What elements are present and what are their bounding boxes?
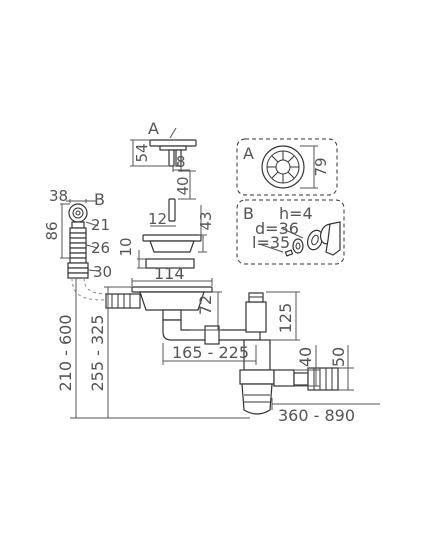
dim-30: 30 bbox=[93, 263, 112, 281]
label-a-top: A bbox=[148, 119, 159, 138]
strainer-basket-drawing bbox=[142, 205, 207, 253]
dim-165-225: 165 - 225 bbox=[172, 343, 249, 362]
dim-43: 43 bbox=[197, 211, 215, 230]
detail-box-a bbox=[236, 138, 338, 196]
detail-box-b bbox=[236, 199, 345, 265]
drain-assembly-drawing bbox=[70, 278, 380, 419]
label-a-box: A bbox=[243, 144, 254, 163]
gasket-drawing bbox=[137, 250, 195, 269]
label-b-box: B bbox=[243, 204, 254, 223]
dim-26: 26 bbox=[91, 239, 110, 257]
dim-360-890: 360 - 890 bbox=[278, 406, 355, 425]
overflow-parts-detail bbox=[258, 221, 341, 257]
dim-12: 12 bbox=[148, 210, 167, 228]
overflow-hose-drawing bbox=[60, 199, 111, 301]
dim-210-600: 210 - 600 bbox=[56, 314, 75, 391]
dim-40-outlet: 40 bbox=[296, 347, 315, 367]
strainer-cap-detail bbox=[261, 145, 318, 189]
dim-50: 50 bbox=[329, 347, 348, 367]
dim-72: 72 bbox=[196, 295, 215, 315]
dim-54: 54 bbox=[133, 143, 151, 162]
dim-79: 79 bbox=[312, 157, 330, 176]
dim-8: 8 bbox=[176, 153, 186, 171]
dim-10: 10 bbox=[117, 237, 135, 256]
dim-86: 86 bbox=[43, 221, 61, 240]
label-b-left: B bbox=[94, 190, 105, 209]
dim-21: 21 bbox=[91, 216, 110, 234]
spec-l: l=35 bbox=[252, 233, 290, 252]
dim-255-325: 255 - 325 bbox=[88, 314, 107, 391]
dim-114: 114 bbox=[154, 264, 185, 283]
dim-38: 38 bbox=[49, 187, 68, 205]
spec-d: d=36 bbox=[255, 219, 299, 238]
spec-h: h=4 bbox=[279, 204, 313, 223]
dim-40: 40 bbox=[174, 176, 192, 195]
spindle-drawing bbox=[150, 170, 196, 227]
dim-125: 125 bbox=[276, 303, 295, 334]
